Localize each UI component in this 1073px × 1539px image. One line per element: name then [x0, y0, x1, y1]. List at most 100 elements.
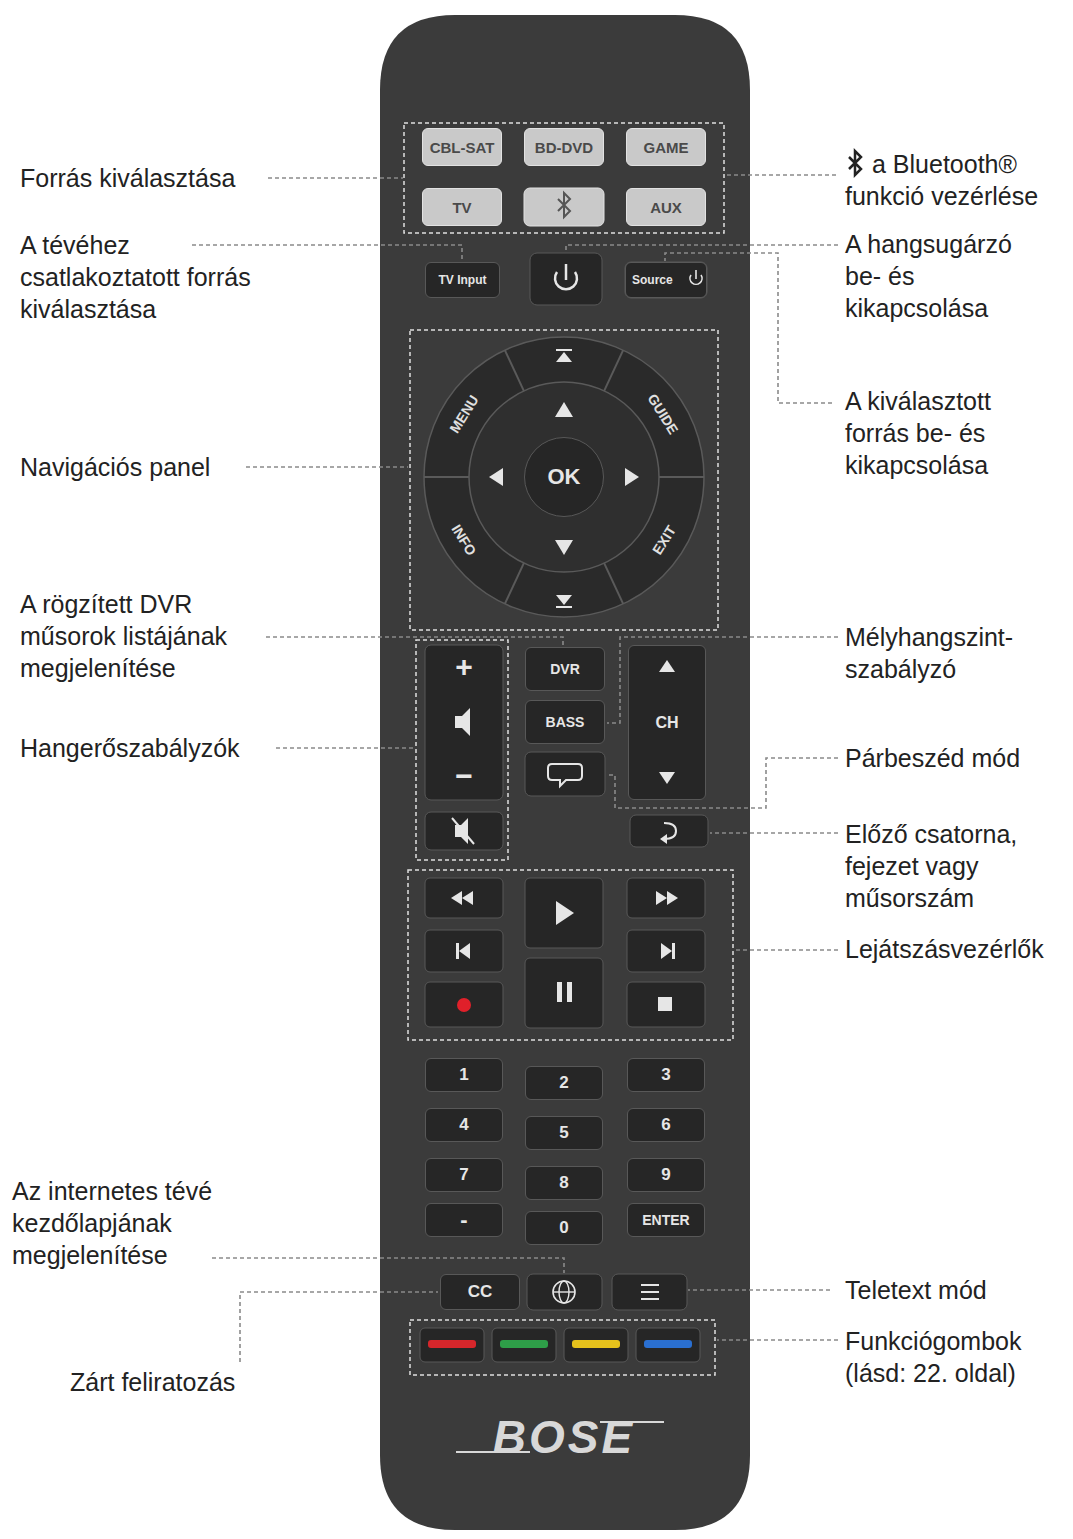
power-button — [530, 253, 602, 305]
leader-lines — [192, 175, 838, 1362]
navigation-pad — [556, 352, 572, 362]
dialogue-callout: Párbeszéd mód — [845, 742, 1067, 774]
remote-button: OK — [524, 437, 604, 517]
group-outlines — [404, 123, 733, 1375]
remote-button: 9 — [627, 1158, 705, 1192]
remote-button: 4 — [425, 1108, 503, 1142]
navigation-pad — [556, 349, 572, 351]
button-text: OK — [548, 464, 581, 490]
leader-lines — [717, 1339, 838, 1341]
remote-button: 1 — [425, 1058, 503, 1092]
button-text: 4 — [459, 1115, 468, 1135]
volume-rocker — [455, 708, 470, 736]
volume-sign: − — [455, 761, 473, 791]
bass-callout: Mélyhangszint-szabályzó — [845, 621, 1063, 685]
button-text: TV — [452, 199, 471, 216]
leader-lines — [710, 832, 838, 834]
source-power-icon — [695, 270, 697, 279]
teletext-button — [641, 1285, 659, 1299]
navigation-pad — [505, 350, 524, 391]
remote-button: 7 — [425, 1158, 503, 1192]
navigation-pad — [604, 350, 623, 391]
volume-rocker — [425, 645, 503, 800]
playback-buttons — [456, 943, 459, 959]
leader-lines — [212, 1258, 564, 1273]
dvr-callout: A rögzített DVR műsorok listájának megje… — [20, 588, 262, 684]
navigation-pad — [505, 563, 524, 604]
remote-button: - — [425, 1203, 503, 1237]
remote-button: ENTER — [627, 1203, 705, 1237]
remote-button: CBL-SAT — [422, 128, 502, 166]
group-outlines — [404, 123, 724, 233]
remote-button: TV — [422, 188, 502, 226]
teletext-button — [612, 1274, 687, 1310]
playback-buttons — [667, 891, 678, 905]
remote-button: GAME — [626, 128, 706, 166]
navigation-pad — [469, 382, 659, 572]
source-button-body — [625, 262, 707, 298]
color-function-buttons — [492, 1328, 556, 1362]
playback-buttons — [627, 982, 705, 1027]
playback-buttons — [557, 982, 562, 1002]
remote-button: 3 — [627, 1058, 705, 1092]
previous-channel-button — [630, 815, 708, 847]
source-power-icon — [690, 275, 702, 284]
dialogue-button — [548, 764, 582, 786]
button-text: GAME — [644, 139, 689, 156]
bluetooth-button — [558, 193, 570, 217]
button-text: CBL-SAT — [430, 139, 495, 156]
button-text: 9 — [661, 1165, 670, 1185]
playback-buttons — [567, 982, 572, 1002]
teletext-button — [641, 1298, 659, 1300]
internet-tv-button — [527, 1274, 602, 1310]
internet-tv-button — [527, 1274, 602, 1310]
remote-button: 0 — [525, 1211, 603, 1245]
color-function-buttons — [428, 1340, 476, 1348]
mute-button — [425, 812, 503, 850]
previous-callout: Előző csatorna, fejezet vagy műsorszám — [845, 818, 1057, 914]
remote-body — [380, 15, 750, 1530]
playback-buttons — [627, 930, 705, 972]
remote-button: AUX — [626, 188, 706, 226]
function-callout: Funkciógombok (lásd: 22. oldal) — [845, 1325, 1067, 1389]
remote-button: BD-DVD — [524, 128, 604, 166]
bluetooth-callout-icon — [849, 151, 861, 175]
remote-button: Source — [625, 262, 707, 298]
playback-buttons — [425, 982, 503, 1027]
leader-lines — [266, 637, 563, 645]
power-callout: A hangsugárzó be- és kikapcsolása — [845, 228, 1050, 324]
leader-lines — [735, 949, 838, 951]
playback-buttons — [457, 998, 471, 1012]
brand-logo: BOSE — [493, 1414, 635, 1460]
source-callout: Forrás kiválasztása — [20, 162, 280, 194]
bluetooth-button — [524, 188, 604, 226]
color-function-buttons — [564, 1328, 628, 1362]
navigation-pad — [556, 606, 572, 608]
navigation-pad — [659, 476, 704, 478]
remote-button: CH — [628, 645, 706, 800]
color-function-buttons — [644, 1340, 692, 1348]
color-function-buttons — [420, 1328, 700, 1362]
source-power-icon — [690, 270, 702, 284]
teletext-callout: Teletext mód — [845, 1274, 1067, 1306]
playback-buttons — [627, 878, 705, 918]
playback-buttons — [425, 930, 503, 972]
teletext-button — [612, 1274, 687, 1310]
bluetooth-callout-icon — [849, 151, 861, 175]
playback-buttons — [462, 891, 473, 905]
group-outlines — [410, 330, 718, 630]
button-text: 7 — [459, 1165, 468, 1185]
navigation-pad — [555, 540, 573, 555]
remote-button: DVR — [525, 647, 605, 691]
color-function-buttons — [572, 1340, 620, 1348]
navigation-pad — [424, 337, 704, 617]
nav-callout: Navigációs panel — [20, 451, 260, 483]
teletext-button — [641, 1284, 659, 1286]
leader-lines — [727, 174, 838, 176]
navigation-pad — [625, 468, 639, 486]
navigation-pad — [424, 337, 704, 617]
mute-button — [425, 812, 503, 850]
previous-channel-button — [630, 815, 708, 847]
playback-buttons — [425, 878, 503, 918]
